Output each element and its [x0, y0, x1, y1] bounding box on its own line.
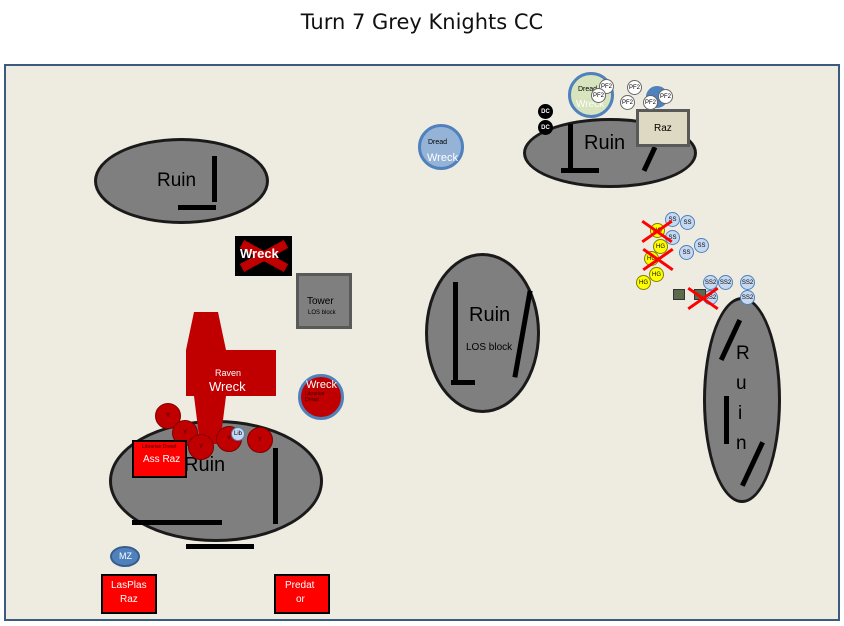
- ruin-top-right-wall-v: [568, 124, 573, 168]
- dread-top-right-wreck: Wreck: [576, 99, 605, 110]
- ruin-bottom-left-wall-h1: [132, 520, 222, 525]
- ruin-top-left-label: Ruin: [157, 170, 197, 191]
- predator-label-1: Predat: [285, 580, 315, 591]
- model-icon-1: [673, 289, 685, 300]
- dc-token-2: DC: [538, 120, 553, 135]
- dread-wreck-small: Dread: [428, 139, 448, 146]
- hg-token-5: HG: [636, 275, 651, 290]
- raven-wreck-label: Wreck: [209, 379, 246, 394]
- lasplas-raz-label-2: Raz: [120, 594, 138, 605]
- librarian-token: Lib: [231, 427, 245, 441]
- pf2-token-6: PF2: [658, 89, 673, 104]
- librarian-dread-wreck-label: Wreck: [306, 379, 337, 391]
- pf2-token-4: PF2: [620, 95, 635, 110]
- tower-los-label: LOS block: [308, 310, 336, 316]
- ass-raz-small: Librarian Dread: [142, 444, 177, 450]
- ass-raz: [132, 440, 187, 478]
- ss2-token-5: SS2: [740, 290, 755, 305]
- predator: [274, 574, 330, 614]
- ss-token-4: SS: [694, 238, 709, 253]
- predator-label-2: or: [296, 594, 305, 605]
- casualty-x-1: [642, 220, 672, 244]
- pf2-token-5: PF2: [643, 95, 658, 110]
- tower-label: Tower: [307, 296, 334, 307]
- ruin-top-left-wall-v: [212, 156, 217, 202]
- mz-token: [110, 546, 140, 567]
- pf2-token-3: PF2: [627, 80, 642, 95]
- raz-label: Raz: [654, 123, 672, 134]
- red-token-3: Y: [188, 434, 214, 460]
- red-token-5: Y: [247, 427, 273, 453]
- black-wreck-red-x: [240, 240, 288, 272]
- ruin-right: [703, 297, 781, 503]
- ruin-top-right-label: Ruin: [584, 132, 626, 154]
- librarian-dread-wreck: [298, 374, 344, 420]
- casualty-x-2: [643, 248, 673, 272]
- pf2-token-2: PF2: [591, 88, 606, 103]
- casualty-x-3: [688, 287, 718, 311]
- ruin-right-letter-n: n: [736, 433, 747, 454]
- dread-top-right-small: Dread: [578, 86, 598, 93]
- ruin-center-label: Ruin: [469, 304, 511, 326]
- raz: [636, 109, 690, 147]
- ss2-token-2: SS2: [718, 275, 733, 290]
- ruin-right-letter-i: i: [738, 403, 743, 424]
- raven-wreck: [186, 312, 276, 444]
- dread-wreck: [418, 124, 464, 170]
- page-title: Turn 7 Grey Knights CC: [300, 10, 544, 34]
- black-wreck-label: Wreck: [240, 246, 279, 261]
- ruin-center-wall-h: [451, 380, 475, 385]
- dc-token-1: DC: [538, 104, 553, 119]
- ruin-right-wall-v: [724, 396, 729, 444]
- ruin-bottom-left-wall-v: [273, 448, 278, 524]
- ruin-right-letter-r: R: [736, 343, 750, 364]
- ruin-top-left-wall-h: [178, 205, 216, 210]
- ruin-top-right-wall-h: [561, 168, 599, 173]
- ss-token-5: SS: [679, 245, 694, 260]
- battle-board: Ruin Ruin Ruin LOS block R u i n Ruin Dr…: [4, 64, 840, 621]
- ss2-token-3: SS2: [740, 275, 755, 290]
- ruin-center-wall-v: [453, 282, 458, 380]
- lasplas-raz: [101, 574, 157, 614]
- raven-label: Raven: [215, 368, 242, 378]
- ruin-bottom-left-label: Ruin: [184, 454, 226, 476]
- librarian-dread-wreck-small: Librarian Dread: [305, 391, 325, 403]
- mz-label: MZ: [119, 551, 132, 561]
- ruin-right-letter-u: u: [736, 373, 747, 394]
- dread-wreck-label: Wreck: [427, 152, 458, 164]
- ruin-center-los-label: LOS block: [466, 342, 513, 353]
- ruin-bottom-left-wall-h2: [186, 544, 254, 549]
- ss-token-2: SS: [680, 215, 695, 230]
- lasplas-raz-label-1: LasPlas: [111, 580, 147, 591]
- tower: [296, 273, 352, 329]
- ass-raz-label: Ass Raz: [143, 454, 181, 465]
